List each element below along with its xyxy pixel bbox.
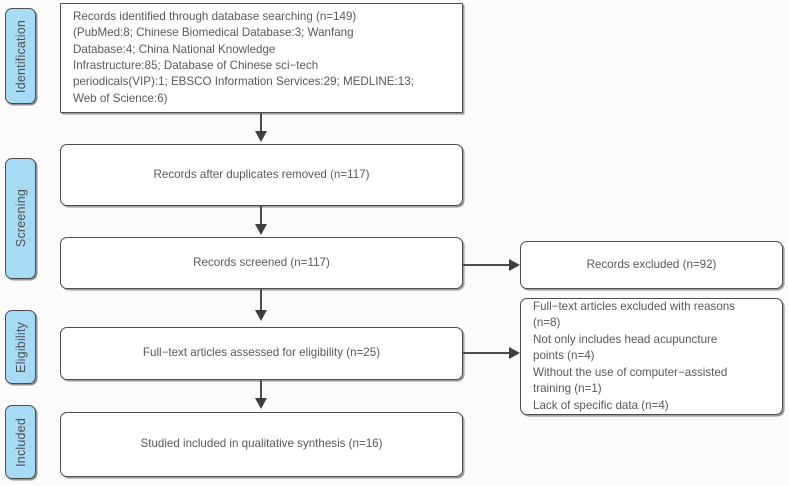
stage-tab-included: Included [5,405,36,479]
box-studies-included-text: Studied included in qualitative synthesi… [140,437,383,451]
box-records-identified-text: Records identified through database sear… [73,9,414,105]
connector-identified-to-dedup-line [260,113,262,134]
box-records-after-duplicates-text: Records after duplicates removed (n=117) [153,167,370,181]
box-records-excluded-text: Records excluded (n=92) [586,257,717,271]
stage-tab-screening-label: Screening [13,189,28,248]
arrow-identified-to-dedup [254,131,267,142]
stage-tab-identification-label: Identification [13,19,28,93]
box-fulltext-assessed: Full−text articles assessed for eligibil… [60,327,463,380]
connector-dedup-to-screened-line [260,206,262,227]
arrow-fulltext-to-excluded [509,346,520,359]
box-records-screened-text: Records screened (n=117) [193,255,330,269]
box-records-identified: Records identified through database sear… [60,3,463,113]
arrow-screened-to-fulltext [254,310,267,321]
stage-tab-eligibility-label: Eligibility [13,321,28,373]
box-studies-included: Studied included in qualitative synthesi… [60,412,463,477]
stage-tab-eligibility: Eligibility [5,310,36,384]
connector-screened-to-fulltext-line [260,289,262,313]
stage-tab-screening: Screening [5,158,36,279]
box-records-screened: Records screened (n=117) [60,237,463,289]
box-fulltext-excluded: Full−text articles excluded with reasons… [520,298,783,415]
arrow-screened-to-excluded [509,258,520,271]
connector-screened-to-excluded-line [463,264,511,266]
box-fulltext-assessed-text: Full−text articles assessed for eligibil… [142,346,381,360]
connector-fulltext-to-excluded-line [463,352,511,354]
box-records-after-duplicates: Records after duplicates removed (n=117) [60,144,463,206]
box-records-excluded: Records excluded (n=92) [520,241,783,289]
arrow-fulltext-to-included [254,398,267,409]
box-fulltext-excluded-text: Full−text articles excluded with reasons… [533,300,736,412]
stage-tab-identification: Identification [5,8,36,104]
connector-fulltext-to-included-line [260,380,262,401]
arrow-dedup-to-screened [254,224,267,235]
stage-tab-included-label: Included [13,417,28,467]
